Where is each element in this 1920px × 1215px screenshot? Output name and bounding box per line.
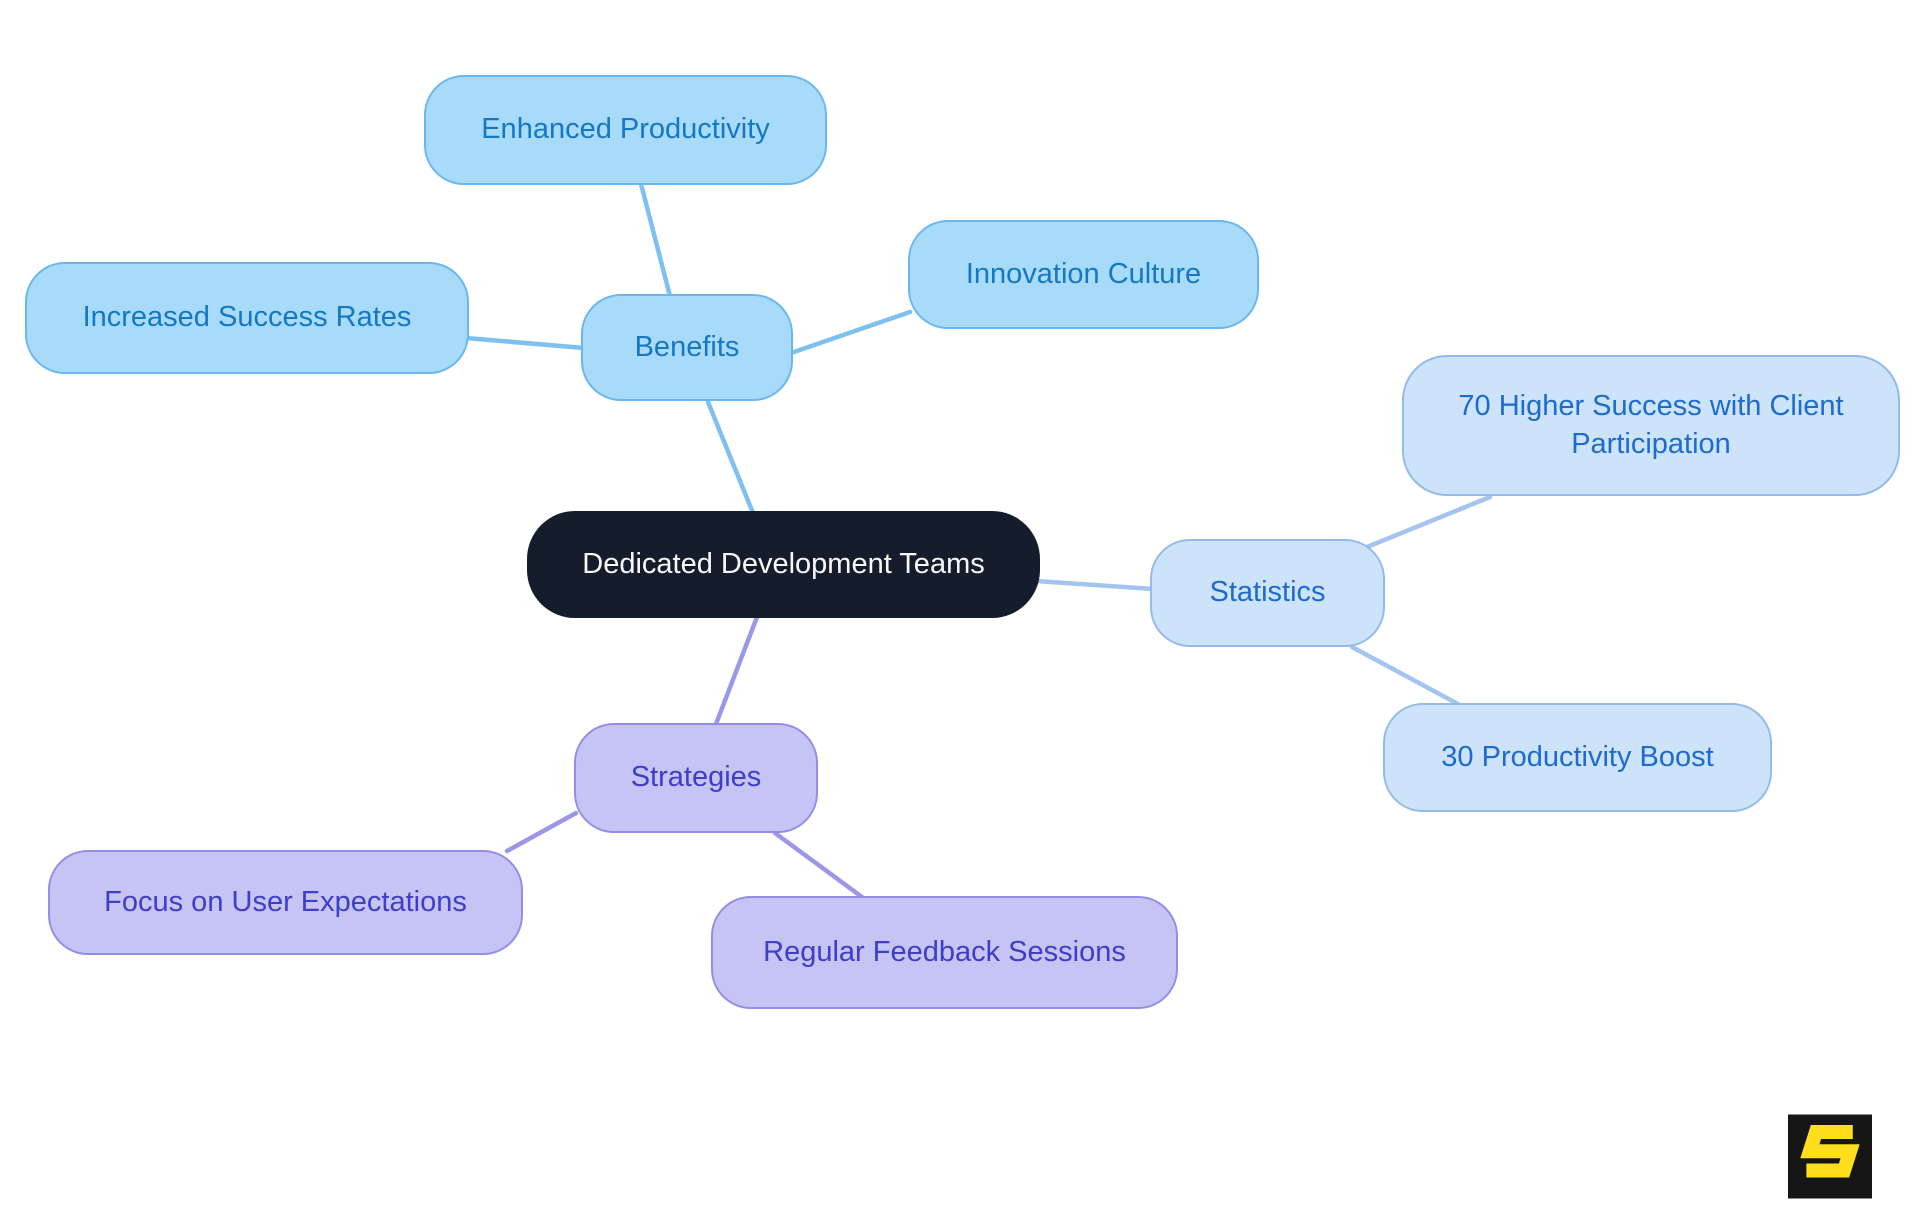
connector-innovation-culture--benefits (788, 309, 913, 356)
node-seventy-higher-success: 70 Higher Success with Client Participat… (1402, 355, 1900, 496)
connector-strategies--regular-feedback-sessions (772, 830, 865, 900)
connector-statistics--thirty-productivity-boost (1349, 644, 1461, 707)
node-strategies: Strategies (574, 723, 818, 833)
connector-benefits--dedicated-development-teams (705, 399, 756, 516)
brand-logo (1788, 1114, 1872, 1199)
node-statistics: Statistics (1150, 539, 1385, 647)
connector-dedicated-development-teams--statistics (1033, 578, 1156, 592)
node-regular-feedback-sessions: Regular Feedback Sessions (711, 896, 1178, 1009)
connector-increased-success-rates--benefits (463, 335, 587, 351)
node-benefits: Benefits (581, 294, 793, 401)
connector-enhanced-productivity--benefits (638, 181, 673, 299)
s-logo-icon (1788, 1114, 1872, 1199)
node-focus-on-user-expectations: Focus on User Expectations (48, 850, 523, 955)
node-enhanced-productivity: Enhanced Productivity (424, 75, 827, 185)
node-dedicated-development-teams: Dedicated Development Teams (527, 511, 1040, 618)
connector-strategies--focus-on-user-expectations (504, 810, 579, 854)
connector-dedicated-development-teams--strategies (713, 614, 760, 727)
connector-statistics--seventy-higher-success (1364, 494, 1493, 550)
node-increased-success-rates: Increased Success Rates (25, 262, 469, 374)
node-thirty-productivity-boost: 30 Productivity Boost (1383, 703, 1772, 812)
node-innovation-culture: Innovation Culture (908, 220, 1259, 329)
